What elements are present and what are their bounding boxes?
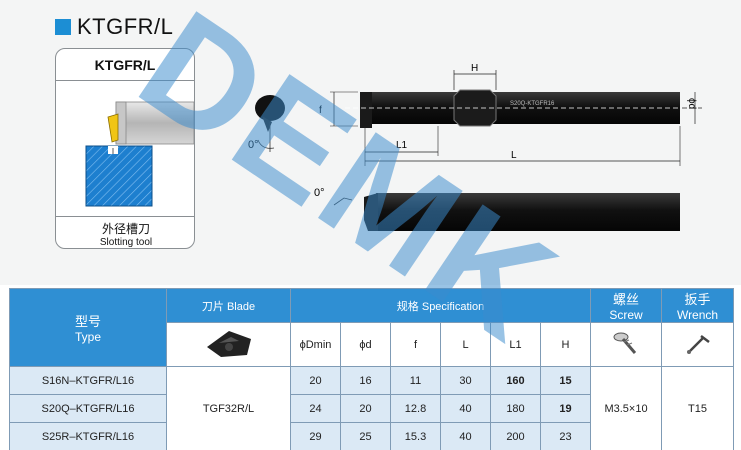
row-h: 15: [539, 366, 592, 395]
row-d: 20: [340, 394, 391, 423]
top-tool-bar: S20Q-KTGFR16: [345, 89, 702, 128]
col-d: ϕd: [340, 322, 391, 367]
row-h: 23: [539, 422, 592, 450]
row-l1: 200: [490, 422, 541, 450]
wrench-image-cell: [661, 322, 735, 367]
wrench-header: 扳手 Wrench: [661, 288, 735, 323]
col-l1: L1: [490, 322, 541, 367]
blade-insert-icon: [206, 331, 251, 357]
row-f: 15.3: [390, 422, 441, 450]
blade-header: 刀片 Blade: [166, 288, 291, 323]
end-view-insert: [255, 95, 285, 152]
caption-en: Slotting tool: [99, 237, 153, 248]
wrench-icon: [686, 335, 710, 354]
spec-header: 规格 Specification: [289, 288, 592, 323]
row-l: 30: [440, 366, 491, 395]
row-d: 16: [340, 366, 391, 395]
dim-l1-label: L1: [396, 140, 408, 151]
screw-icon: [613, 332, 637, 354]
dim-f-label: f: [319, 105, 322, 116]
header-square-icon: [55, 19, 71, 35]
bar-marking: S20Q-KTGFR16: [510, 101, 555, 107]
tool-type-card: KTGFR/L 外径槽刀 Slotting tool: [55, 48, 195, 249]
row-d: 25: [340, 422, 391, 450]
table-row: S25R–KTGFR/L16 29 25 15.3 40 200 23: [9, 422, 734, 450]
slotting-illustration: [56, 82, 194, 216]
type-header: 型号 Type: [9, 288, 167, 367]
col-h: H: [539, 322, 592, 367]
card-caption: 外径槽刀 Slotting tool: [56, 216, 194, 248]
dim-d-label: ϕd: [686, 98, 697, 109]
table-row: S16N–KTGFR/L16 TGF32R/L 20 16 11 30 160 …: [9, 366, 735, 450]
col-f: f: [390, 322, 441, 367]
angle-top-label: 0°: [248, 139, 259, 151]
row-l: 40: [440, 422, 491, 450]
angle-bottom-label: 0°: [314, 187, 325, 199]
bottom-tool-bar: [333, 193, 680, 231]
row-dmin: 20: [290, 366, 341, 395]
row-dmin: 29: [290, 422, 341, 450]
spec-table: 型号 Type 刀片 Blade 规格 Specification 螺丝 Scr…: [9, 288, 735, 450]
row-type: S25R–KTGFR/L16: [9, 422, 167, 450]
row-f: 12.8: [390, 394, 441, 423]
screw-value: M3.5×10: [590, 366, 663, 450]
screw-header: 螺丝 Screw: [590, 288, 663, 323]
row-h: 19: [539, 394, 592, 423]
row-l1: 180: [490, 394, 541, 423]
slotting-tool-icon: [85, 101, 194, 207]
product-title: KTGFR/L: [77, 14, 174, 39]
product-header: KTGFR/L: [55, 13, 173, 41]
screw-image-cell: [590, 322, 663, 367]
row-f: 11: [390, 366, 441, 395]
dim-l-label: L: [511, 150, 517, 161]
technical-drawing: 0° S20Q-KTGFR16 H f ϕd L1 L: [240, 60, 720, 260]
wrench-value: T15: [661, 366, 735, 450]
caption-cn: 外径槽刀: [101, 222, 150, 236]
row-type: S16N–KTGFR/L16: [9, 366, 167, 395]
blade-image-cell: [166, 322, 291, 367]
row-dmin: 24: [290, 394, 341, 423]
row-l: 40: [440, 394, 491, 423]
col-dmin: ϕDmin: [290, 322, 341, 367]
col-l: L: [440, 322, 491, 367]
card-title: KTGFR/L: [56, 49, 194, 81]
table-row: S20Q–KTGFR/L16 24 20 12.8 40 180 19: [9, 394, 734, 423]
row-l1: 160: [490, 366, 541, 395]
row-type: S20Q–KTGFR/L16: [9, 394, 167, 423]
blade-value: TGF32R/L: [166, 366, 291, 450]
tool-drawing-svg: 0° S20Q-KTGFR16 H f ϕd L1 L: [248, 63, 702, 231]
dim-h-label: H: [471, 63, 478, 74]
